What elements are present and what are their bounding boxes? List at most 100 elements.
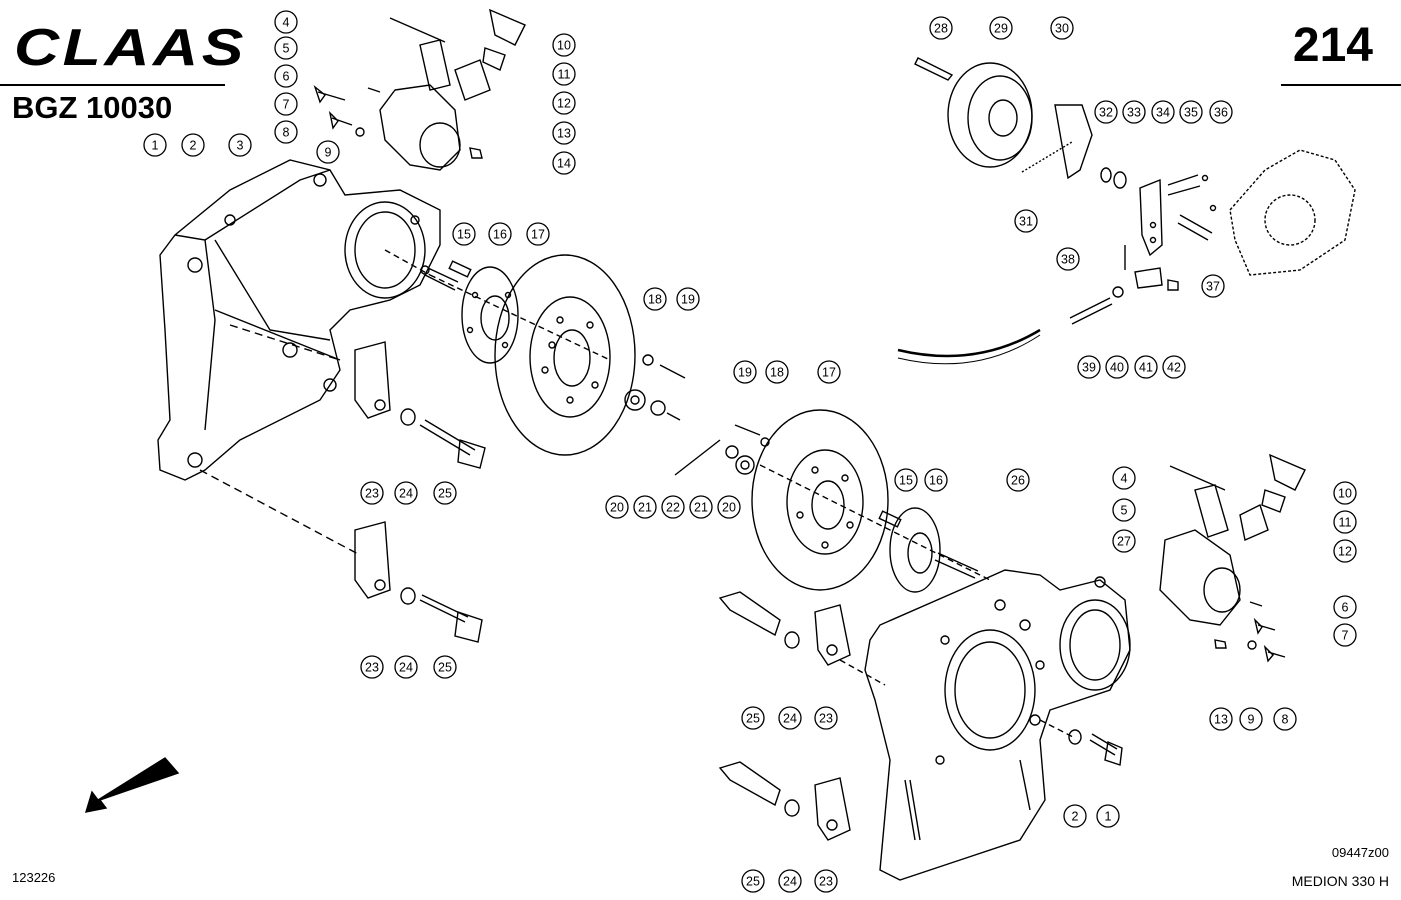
callout-10: 10 [1333,481,1357,505]
callout-11: 11 [552,62,576,86]
callout-3: 3 [228,133,252,157]
left-gearbox-housing [157,159,441,556]
hub-and-brake-disc-right [725,409,991,593]
callout-24: 24 [778,869,802,893]
callout-23: 23 [814,706,838,730]
callout-8: 8 [274,120,298,144]
callout-label: 17 [531,228,545,242]
callout-label: 6 [283,70,290,84]
brake-caliper-top-left [313,8,526,171]
tensioner-pulley-assembly [897,57,1356,365]
callout-38: 38 [1056,247,1080,271]
callout-5: 5 [274,36,298,60]
callout-label: 27 [1117,535,1131,549]
callout-label: 23 [819,875,833,889]
callout-6: 6 [1333,595,1357,619]
callout-label: 9 [325,146,332,160]
callout-label: 12 [1338,545,1352,559]
callout-label: 1 [1105,810,1112,824]
callout-label: 24 [783,712,797,726]
callout-label: 26 [1011,474,1025,488]
callout-15: 15 [452,222,476,246]
callout-24: 24 [394,481,418,505]
callout-label: 15 [457,228,471,242]
brake-caliper-right [1159,453,1306,663]
header-rule-left [0,84,225,86]
callout-label: 28 [934,22,948,36]
callout-label: 9 [1248,713,1255,727]
page-number: 214 [1292,19,1373,72]
callout-label: 11 [558,68,571,82]
callout-36: 36 [1209,100,1233,124]
callout-label: 30 [1055,22,1069,36]
callout-label: 5 [283,42,290,56]
clamp-set-right-upper [718,591,851,666]
callout-label: 24 [399,661,413,675]
callout-5: 5 [1112,498,1136,522]
document-number: BGZ 10030 [12,90,173,125]
callout-2: 2 [181,133,205,157]
callout-label: 32 [1099,106,1113,120]
callout-label: 15 [899,474,913,488]
callout-label: 24 [783,875,797,889]
callout-29: 29 [989,16,1013,40]
callout-18: 18 [643,287,667,311]
callout-label: 2 [190,139,197,153]
callout-17: 17 [526,222,550,246]
callout-label: 12 [557,97,571,111]
callout-label: 23 [819,712,833,726]
callout-label: 39 [1082,361,1096,375]
callout-label: 18 [648,293,662,307]
callout-27: 27 [1112,529,1136,553]
callout-label: 4 [1121,472,1128,486]
callout-label: 13 [557,127,571,141]
direction-arrow [84,757,180,813]
callout-label: 13 [1214,713,1228,727]
callout-15: 15 [894,468,918,492]
callout-label: 16 [929,474,943,488]
callout-4: 4 [274,10,298,34]
callout-label: 29 [994,22,1008,36]
callout-label: 41 [1139,361,1153,375]
callout-label: 11 [1339,516,1352,530]
callout-21: 21 [633,495,657,519]
callout-label: 23 [365,661,379,675]
callout-41: 41 [1134,355,1158,379]
callout-24: 24 [394,655,418,679]
callout-label: 25 [438,661,452,675]
callout-label: 36 [1214,106,1228,120]
callout-label: 10 [557,39,571,53]
callout-10: 10 [552,33,576,57]
callout-label: 2 [1072,810,1079,824]
callout-1: 1 [1096,804,1120,828]
callout-42: 42 [1162,355,1186,379]
clamp-set-left-upper [354,341,486,469]
callout-label: 16 [493,228,507,242]
callout-33: 33 [1122,100,1146,124]
callout-label: 7 [1342,629,1349,643]
callout-label: 21 [638,501,652,515]
callout-label: 23 [365,487,379,501]
callout-20: 20 [605,495,629,519]
callout-label: 6 [1342,601,1349,615]
callout-32: 32 [1094,100,1118,124]
callout-25: 25 [741,706,765,730]
callout-label: 18 [770,366,784,380]
callout-label: 20 [610,501,624,515]
callout-17: 17 [817,360,841,384]
callout-24: 24 [778,706,802,730]
model-name: MEDION 330 H [1291,873,1389,889]
callout-label: 40 [1110,361,1124,375]
callout-label: 7 [283,98,290,112]
callout-30: 30 [1050,16,1074,40]
right-gearbox-housing [839,569,1131,881]
callout-label: 21 [694,501,708,515]
callout-label: 19 [738,366,752,380]
callout-label: 19 [681,293,695,307]
callout-40: 40 [1105,355,1129,379]
callout-12: 12 [552,91,576,115]
callout-label: 31 [1019,215,1033,229]
callout-label: 8 [1282,713,1289,727]
